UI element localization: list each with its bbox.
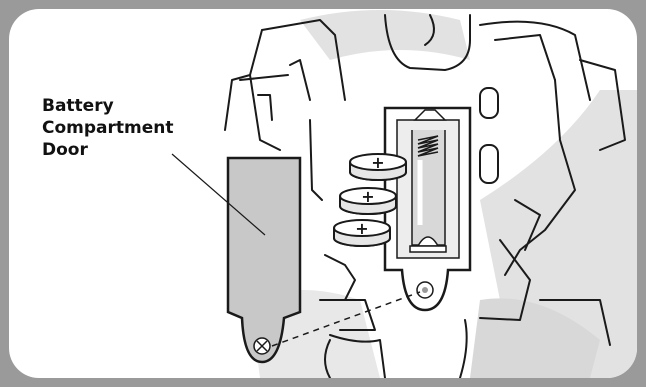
battery-cell: + bbox=[333, 219, 391, 247]
battery-plus-symbol: + bbox=[361, 187, 374, 206]
button-cell-batteries: + + + bbox=[333, 153, 407, 247]
spring-icon bbox=[417, 135, 439, 157]
callout-line: Compartment bbox=[42, 118, 174, 138]
battery-compartment-door bbox=[226, 156, 302, 364]
callout-line: Battery bbox=[42, 96, 114, 116]
battery-cell: + bbox=[349, 153, 407, 181]
battery-plus-symbol: + bbox=[371, 153, 384, 172]
battery-plus-symbol: + bbox=[355, 219, 368, 238]
illustration-panel: + + + bbox=[9, 9, 637, 378]
callout-leader-line bbox=[171, 153, 266, 236]
battery-cell: + bbox=[339, 187, 397, 215]
battery-compartment bbox=[383, 106, 472, 312]
toy-outline bbox=[224, 14, 626, 378]
callout-line: Door bbox=[42, 140, 88, 160]
battery-door-callout: Battery Compartment Door bbox=[42, 95, 174, 161]
alignment-dashed-line bbox=[271, 291, 421, 347]
battery-installation-diagram: + + + bbox=[171, 10, 637, 378]
